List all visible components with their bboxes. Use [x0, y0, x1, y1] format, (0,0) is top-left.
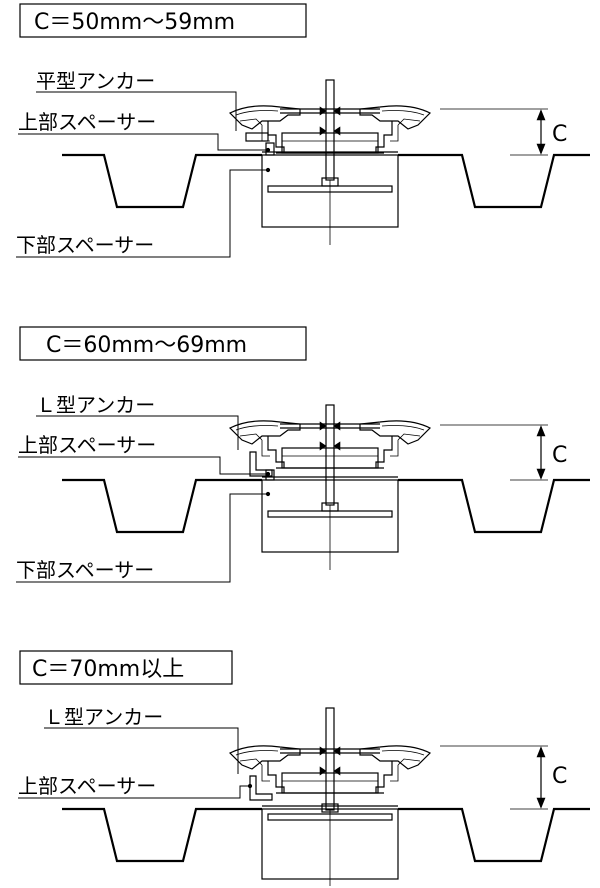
section-3-label-1: Ｌ型アンカー: [44, 705, 163, 729]
section-2: C＝60mm～69mm Ｌ型アンカー 上部スペーサー 下部スペーサー C: [16, 326, 590, 583]
section-2-title-box: [19, 326, 307, 361]
section-2-label-3: 下部スペーサー: [16, 558, 154, 582]
section-1-center-rod: [325, 79, 335, 181]
section-1-dimension: C: [552, 122, 567, 147]
section-3-title: C＝70mm以上: [32, 657, 184, 682]
section-2-label-2: 上部スペーサー: [18, 433, 156, 457]
section-3-title-box: [19, 650, 233, 685]
section-3-center-rod: [325, 707, 335, 811]
section-1-label-3: 下部スペーサー: [16, 233, 154, 257]
section-1: C＝50mm～59mm 平型アンカー 上部スペーサー 下部スペーサー C: [16, 3, 590, 258]
section-2-title: C＝60mm～69mm: [46, 333, 247, 358]
section-2-center-rod: [325, 404, 335, 506]
section-1-deck-profile: [62, 153, 590, 209]
section-1-drain-head: [229, 105, 431, 154]
section-1-title-box: [19, 3, 307, 38]
section-3: C＝70mm以上 Ｌ型アンカー 上部スペーサー C: [18, 650, 590, 886]
section-1-label-2: 上部スペーサー: [18, 110, 156, 134]
section-3-deck-profile: [62, 807, 590, 863]
section-3-drain-head: [229, 745, 431, 794]
section-1-title: C＝50mm～59mm: [34, 10, 235, 35]
section-1-label-1: 平型アンカー: [36, 69, 155, 93]
section-2-label-1: Ｌ型アンカー: [36, 393, 155, 417]
section-2-drain-head: [229, 420, 431, 469]
section-2-dimension: C: [552, 443, 567, 468]
section-2-deck-profile: [62, 478, 590, 534]
section-3-dimension: C: [552, 764, 567, 789]
section-1-flat-anchor: [245, 132, 269, 142]
section-3-label-2: 上部スペーサー: [18, 774, 156, 798]
section-3-l-anchor: [249, 775, 273, 801]
